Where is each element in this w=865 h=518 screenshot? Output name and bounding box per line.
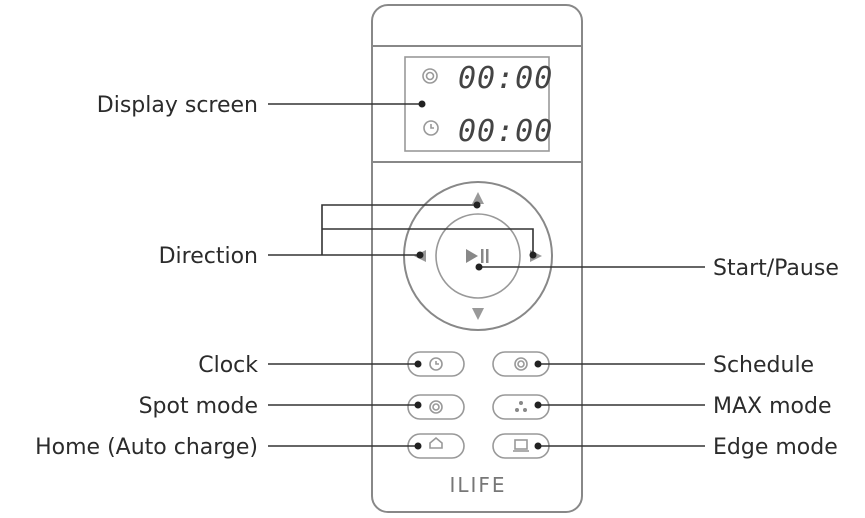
label-edge-mode: Edge mode (713, 435, 838, 460)
label-start-pause: Start/Pause (713, 256, 839, 281)
label-clock: Clock (198, 353, 258, 378)
label-spot-mode: Spot mode (139, 394, 258, 419)
down-arrow-icon[interactable] (472, 308, 484, 320)
up-arrow-icon[interactable] (472, 192, 484, 204)
schedule-icon (422, 68, 438, 84)
label-max-mode: MAX mode (713, 394, 832, 419)
schedule-time-readout: 00:00 (458, 61, 553, 96)
remote-body (371, 4, 583, 513)
direction-pad[interactable] (403, 181, 553, 331)
clock-time-readout: 00:00 (458, 114, 553, 149)
label-schedule: Schedule (713, 353, 814, 378)
label-home: Home (Auto charge) (35, 435, 258, 460)
max-mode-button[interactable] (492, 394, 550, 420)
clock-icon (429, 357, 443, 371)
house-icon (429, 436, 443, 449)
edge-icon (513, 439, 529, 452)
display-screen: 00:00 00:00 (404, 56, 553, 152)
start-pause-button[interactable] (466, 249, 489, 263)
schedule-icon (514, 357, 528, 371)
spot-mode-button[interactable] (407, 394, 465, 420)
clock-icon (423, 120, 439, 136)
label-direction: Direction (159, 244, 258, 269)
leader-lines (268, 100, 705, 450)
label-display-screen: Display screen (97, 93, 258, 118)
play-pause-icon (466, 249, 489, 263)
brand-logo: ILIFE (449, 473, 506, 497)
fan-icon (515, 401, 527, 412)
spiral-icon (429, 400, 443, 414)
